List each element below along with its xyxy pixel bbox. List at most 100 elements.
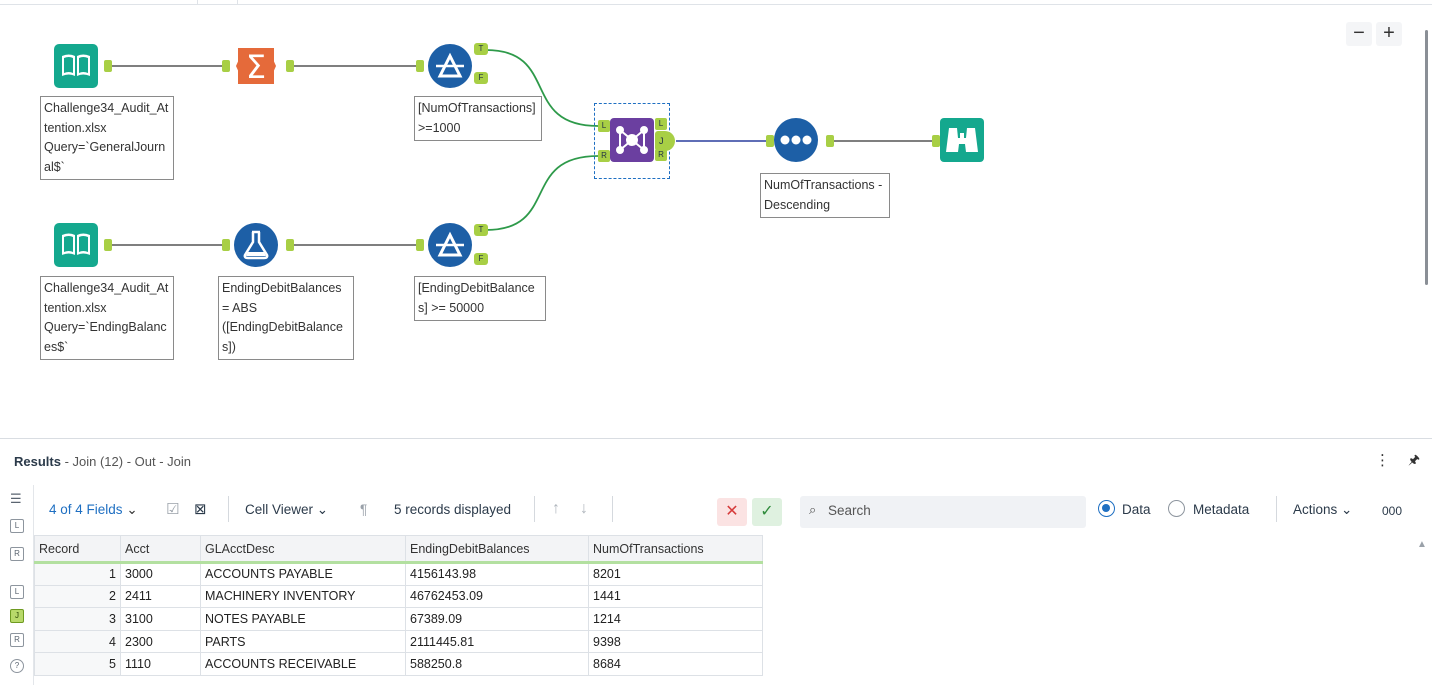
chevron-down-icon: ⌄ xyxy=(316,502,329,517)
cell-record[interactable]: 3 xyxy=(34,607,121,631)
canvas-scrollbar[interactable] xyxy=(1425,30,1428,285)
rail-join-output-icon[interactable]: J xyxy=(10,609,24,623)
table-row[interactable]: 3 3100 NOTES PAYABLE 67389.09 1214 xyxy=(34,607,763,631)
cell-endingdebitbalances[interactable]: 588250.8 xyxy=(405,652,589,676)
arrow-up-icon[interactable]: ↑ xyxy=(552,500,560,517)
table-row[interactable]: 4 2300 PARTS 2111445.81 9398 xyxy=(34,629,763,654)
results-title-label: Results xyxy=(14,454,61,469)
canvas-tab-strip xyxy=(0,0,1432,5)
clear-filter-button[interactable]: ✕ xyxy=(717,498,747,526)
apply-filter-button[interactable]: ✓ xyxy=(752,498,782,526)
filter2-true-anchor[interactable]: T xyxy=(474,224,488,236)
select-checkbox-icon[interactable]: ☑ xyxy=(166,501,180,518)
rail-left-anchor-icon[interactable]: L xyxy=(10,519,24,533)
cell-glacctdesc[interactable]: MACHINERY INVENTORY xyxy=(200,584,406,609)
input-data-tool-2[interactable] xyxy=(54,223,98,267)
table-row[interactable]: 1 3000 ACCOUNTS PAYABLE 4156143.98 8201 xyxy=(34,562,763,586)
join-left-input-anchor[interactable]: L xyxy=(598,120,610,132)
cell-acct[interactable]: 2300 xyxy=(120,629,201,654)
column-header-endingdebitbalances[interactable]: EndingDebitBalances xyxy=(405,535,589,564)
actions-dropdown[interactable]: Actions ⌄ xyxy=(1293,502,1352,518)
cell-numoftransactions[interactable]: 8201 xyxy=(588,562,763,586)
search-input[interactable] xyxy=(828,503,1078,518)
cell-acct[interactable]: 2411 xyxy=(120,584,201,609)
column-header-acct[interactable]: Acct xyxy=(120,535,201,564)
filter1-false-anchor[interactable]: F xyxy=(474,72,488,84)
filter-tool-1[interactable] xyxy=(428,44,472,88)
cell-record[interactable]: 4 xyxy=(34,629,121,654)
filter1-true-anchor[interactable]: T xyxy=(474,43,488,55)
column-header-record[interactable]: Record xyxy=(34,535,121,564)
cell-endingdebitbalances[interactable]: 4156143.98 xyxy=(405,562,589,586)
data-radio[interactable] xyxy=(1098,500,1115,517)
input-data-tool-1[interactable] xyxy=(54,44,98,88)
cell-glacctdesc[interactable]: PARTS xyxy=(200,629,406,654)
anchor-in xyxy=(416,60,424,72)
arrow-down-icon[interactable]: ↓ xyxy=(580,500,588,517)
cell-record[interactable]: 2 xyxy=(34,584,121,609)
join-join-output-anchor[interactable]: J xyxy=(655,131,675,151)
formula-annotation: EndingDebitBalances = ABS ([EndingDebitB… xyxy=(218,276,354,360)
column-header-glacctdesc[interactable]: GLAcctDesc xyxy=(200,535,406,564)
cell-glacctdesc[interactable]: ACCOUNTS PAYABLE xyxy=(200,562,406,586)
results-grid: Record Acct GLAcctDesc EndingDebitBalanc… xyxy=(34,535,763,676)
anchor-out xyxy=(104,239,112,251)
pilcrow-icon[interactable]: ¶ xyxy=(360,502,368,517)
workflow-canvas[interactable]: − + xyxy=(0,0,1432,438)
results-toolbar: 4 of 4 Fields ⌄ ☑ ⊠ Cell Viewer ⌄ ¶ 5 re… xyxy=(34,485,1432,535)
deselect-box-icon[interactable]: ⊠ xyxy=(194,501,207,518)
pin-icon[interactable]: 🖈 xyxy=(1407,452,1420,467)
join-right-output-anchor[interactable]: R xyxy=(655,149,667,161)
cell-endingdebitbalances[interactable]: 46762453.09 xyxy=(405,584,589,609)
column-header-numoftransactions[interactable]: NumOfTransactions xyxy=(588,535,763,564)
filter-tool-2[interactable] xyxy=(428,223,472,267)
cell-numoftransactions[interactable]: 9398 xyxy=(588,629,763,654)
more-options-icon[interactable]: ⋮ xyxy=(1374,452,1390,469)
table-row[interactable]: 2 2411 MACHINERY INVENTORY 46762453.09 1… xyxy=(34,584,763,609)
table-row[interactable]: 5 1110 ACCOUNTS RECEIVABLE 588250.8 8684 xyxy=(34,652,763,676)
sort-tool[interactable] xyxy=(774,118,818,162)
cell-record[interactable]: 5 xyxy=(34,652,121,676)
zoom-in-button[interactable]: + xyxy=(1376,22,1402,46)
formula-tool[interactable] xyxy=(234,223,278,267)
workflow-tab[interactable] xyxy=(0,0,198,5)
cell-glacctdesc[interactable]: NOTES PAYABLE xyxy=(200,607,406,631)
cell-numoftransactions[interactable]: 8684 xyxy=(588,652,763,676)
rail-right-anchor-icon[interactable]: R xyxy=(10,547,24,561)
summarize-tool[interactable]: Σ xyxy=(234,44,278,88)
actions-label: Actions xyxy=(1293,502,1338,517)
join-left-output-anchor[interactable]: L xyxy=(655,118,667,130)
toolbar-divider xyxy=(228,496,229,522)
rail-join-left-output-icon[interactable]: L xyxy=(10,585,24,599)
scroll-up-icon[interactable]: ▲ xyxy=(1417,539,1427,550)
help-icon[interactable]: ? xyxy=(10,659,24,673)
rail-join-right-output-icon[interactable]: R xyxy=(10,633,24,647)
cell-acct[interactable]: 3100 xyxy=(120,607,201,631)
cell-endingdebitbalances[interactable]: 67389.09 xyxy=(405,607,589,631)
browse-tool[interactable] xyxy=(940,118,984,162)
toolbar-divider xyxy=(534,496,535,522)
list-icon[interactable]: ☰ xyxy=(10,491,22,506)
zoom-out-button[interactable]: − xyxy=(1346,22,1372,46)
cell-viewer-dropdown[interactable]: Cell Viewer ⌄ xyxy=(245,502,328,518)
new-tab[interactable] xyxy=(198,0,238,5)
connection-filter1-join-left xyxy=(485,49,599,127)
sort-annotation: NumOfTransactions - Descending xyxy=(760,173,890,218)
cell-acct[interactable]: 3000 xyxy=(120,562,201,586)
join-right-input-anchor[interactable]: R xyxy=(598,150,610,162)
cell-endingdebitbalances[interactable]: 2111445.81 xyxy=(405,629,589,654)
cell-numoftransactions[interactable]: 1214 xyxy=(588,607,763,631)
fields-dropdown-label: 4 of 4 Fields xyxy=(49,502,123,517)
grid-scrollbar[interactable]: ▲ xyxy=(1416,539,1428,685)
svg-text:Σ: Σ xyxy=(246,48,266,86)
filter2-false-anchor[interactable]: F xyxy=(474,253,488,265)
cell-glacctdesc[interactable]: ACCOUNTS RECEIVABLE xyxy=(200,652,406,676)
join-tool[interactable] xyxy=(610,118,654,162)
cell-numoftransactions[interactable]: 1441 xyxy=(588,584,763,609)
cell-viewer-label: Cell Viewer xyxy=(245,502,314,517)
cell-record[interactable]: 1 xyxy=(34,562,121,586)
metadata-radio[interactable] xyxy=(1168,500,1185,517)
extra-options-label[interactable]: 000 xyxy=(1382,504,1403,518)
cell-acct[interactable]: 1110 xyxy=(120,652,201,676)
fields-dropdown[interactable]: 4 of 4 Fields ⌄ xyxy=(49,502,138,518)
